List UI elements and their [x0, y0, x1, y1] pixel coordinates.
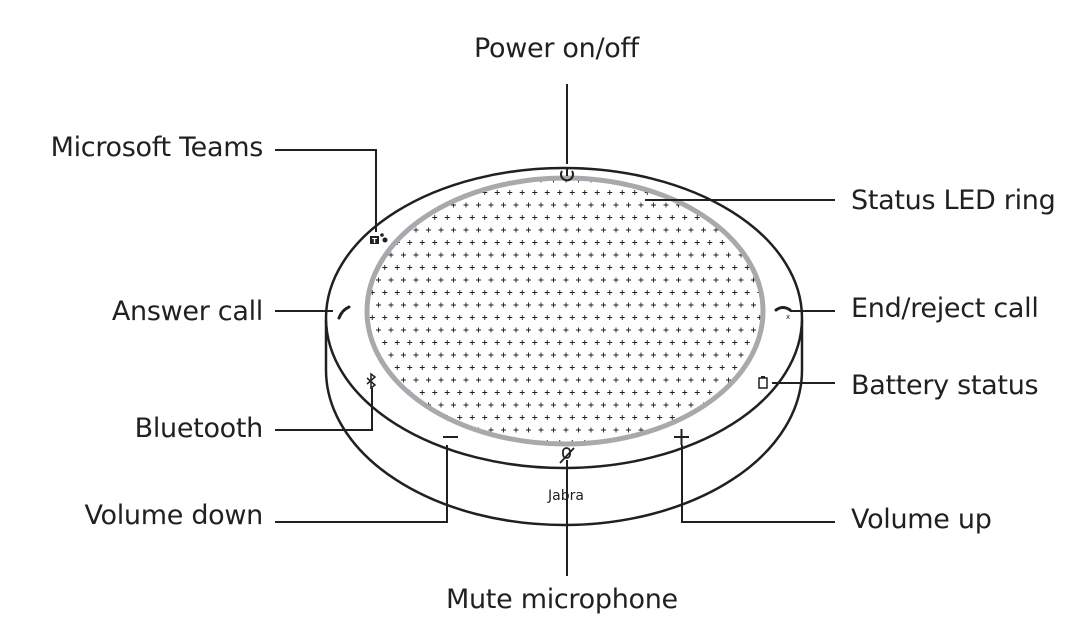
- answer-call-icon[interactable]: [337, 305, 351, 320]
- leader-bluetooth: [275, 388, 373, 431]
- label-power: Power on/off: [474, 33, 639, 64]
- label-end-reject: End/reject call: [851, 293, 1039, 324]
- device-top: [324, 166, 804, 470]
- label-status-led: Status LED ring: [851, 185, 1056, 216]
- power-icon[interactable]: [560, 167, 574, 182]
- brand-logo: Jabra: [547, 488, 584, 504]
- bluetooth-icon[interactable]: [366, 372, 377, 390]
- label-teams: Microsoft Teams: [50, 132, 264, 163]
- label-volume-up: Volume up: [851, 504, 992, 535]
- mute-icon[interactable]: [559, 447, 575, 464]
- label-bluetooth: Bluetooth: [134, 413, 264, 444]
- label-mute: Mute microphone: [446, 584, 678, 615]
- leader-volume-up: [681, 445, 835, 523]
- leader-teams: [275, 149, 377, 232]
- svg-text:x: x: [786, 313, 790, 321]
- leader-volume-down: [275, 445, 448, 523]
- label-answer: Answer call: [111, 296, 263, 327]
- status-led-ring: [364, 175, 766, 447]
- battery-icon[interactable]: [758, 376, 768, 389]
- svg-text:T: T: [372, 237, 377, 245]
- label-battery: Battery status: [851, 370, 1039, 401]
- label-volume-down: Volume down: [84, 500, 263, 531]
- end-call-icon[interactable]: x: [774, 306, 792, 322]
- volume-up-icon[interactable]: [674, 429, 689, 445]
- leader-lines: [275, 84, 835, 576]
- teams-icon[interactable]: T: [370, 233, 388, 245]
